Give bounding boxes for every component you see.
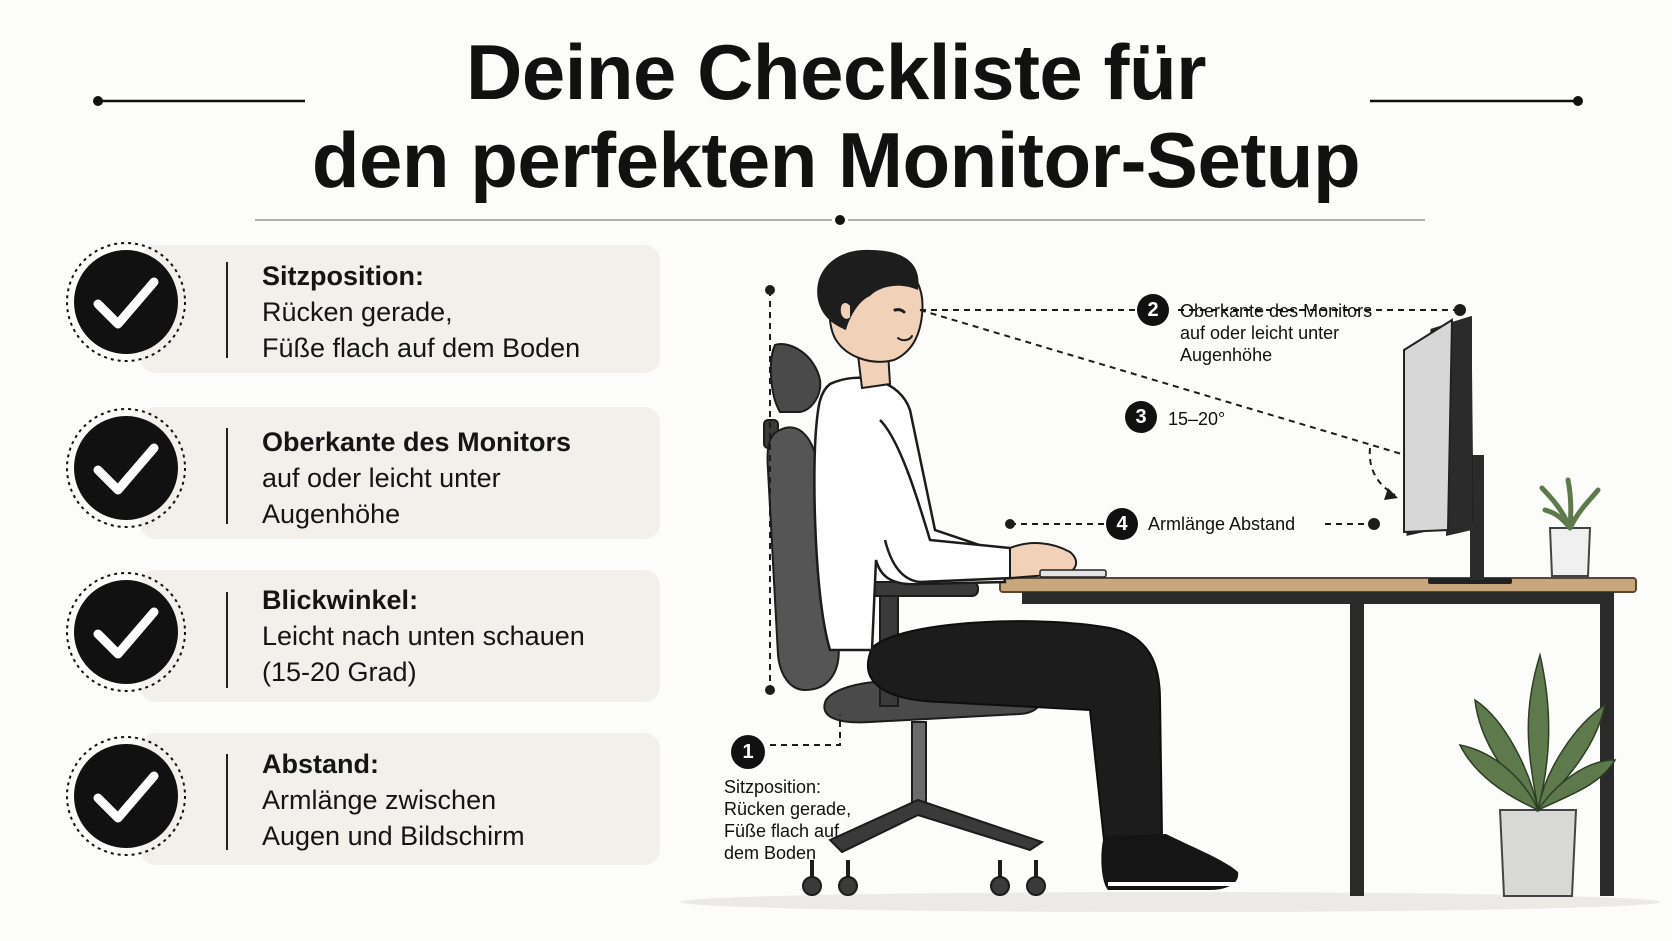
card-divider: [226, 754, 228, 850]
annotation-line: Sitzposition:: [724, 777, 822, 797]
card-divider: [226, 592, 228, 688]
badge-3: [1125, 401, 1157, 433]
annotation-line: Füße flach auf: [724, 821, 840, 841]
badge-4: [1106, 508, 1138, 540]
desk-plant-illustration: [1539, 477, 1601, 577]
badge-2: [1137, 294, 1169, 326]
annotation-3-label: 15–20°: [1168, 409, 1226, 429]
monitor-illustration: [1403, 315, 1512, 584]
floor-shadow: [680, 892, 1660, 912]
title-line-1: Deine Checkliste für: [466, 28, 1206, 116]
checklist-line: Rücken gerade,: [262, 297, 453, 327]
annotation-line: dem Boden: [724, 843, 817, 863]
checklist-text-3: Blickwinkel: Leicht nach unten schauen (…: [262, 582, 662, 690]
guide-line-endpoints: [765, 285, 1466, 695]
guide-lines: [769, 290, 1460, 746]
checklist-heading: Oberkante des Monitors: [262, 427, 572, 457]
checklist-line: Füße flach auf dem Boden: [262, 333, 581, 363]
checklist-heading: Abstand:: [262, 749, 379, 779]
checklist-line: Leicht nach unten schauen: [262, 621, 585, 651]
card-divider: [226, 262, 228, 358]
page-title: Deine Checkliste für den perfekten Monit…: [0, 28, 1672, 204]
person-illustration: [813, 249, 1239, 890]
annotation-line: auf oder leicht unter: [1180, 323, 1340, 343]
check-icon: [66, 736, 186, 856]
floor-plant-illustration: [1458, 652, 1617, 897]
checklist-heading: Blickwinkel:: [262, 585, 419, 615]
check-icon: [66, 572, 186, 692]
badge-1: [731, 735, 765, 769]
checklist-text-1: Sitzposition: Rücken gerade, Füße flach …: [262, 258, 662, 366]
annotation-line: Oberkante des Monitors: [1180, 301, 1373, 321]
checklist-heading: Sitzposition:: [262, 261, 424, 291]
annotation-2-label: Oberkante des Monitors auf oder leicht u…: [1180, 300, 1420, 366]
badge-4-number: 4: [1116, 513, 1128, 535]
annotation-line: Rücken gerade,: [724, 799, 852, 819]
checklist-line: Augen und Bildschirm: [262, 821, 525, 851]
annotation-line: Augenhöhe: [1180, 345, 1273, 365]
badge-2-number: 2: [1147, 299, 1159, 321]
checklist-line: Armlänge zwischen: [262, 785, 497, 815]
checklist-text-2: Oberkante des Monitors auf oder leicht u…: [262, 424, 662, 532]
desk-illustration: [999, 577, 1637, 896]
number-badges: [731, 294, 1169, 769]
title-line-2: den perfekten Monitor-Setup: [311, 116, 1361, 204]
check-icon: [66, 408, 186, 528]
checklist-line: auf oder leicht unter: [262, 463, 501, 493]
card-divider: [226, 428, 228, 524]
check-icon: [66, 242, 186, 362]
badge-3-number: 3: [1135, 406, 1147, 428]
checklist-line: Augenhöhe: [262, 499, 401, 529]
checklist-line: (15-20 Grad): [262, 657, 417, 687]
annotation-4-label: Armlänge Abstand: [1148, 514, 1296, 534]
checklist-text-4: Abstand: Armlänge zwischen Augen und Bil…: [262, 746, 662, 854]
annotation-1-label: Sitzposition: Rücken gerade, Füße flach …: [724, 776, 874, 864]
badge-1-number: 1: [742, 741, 754, 763]
